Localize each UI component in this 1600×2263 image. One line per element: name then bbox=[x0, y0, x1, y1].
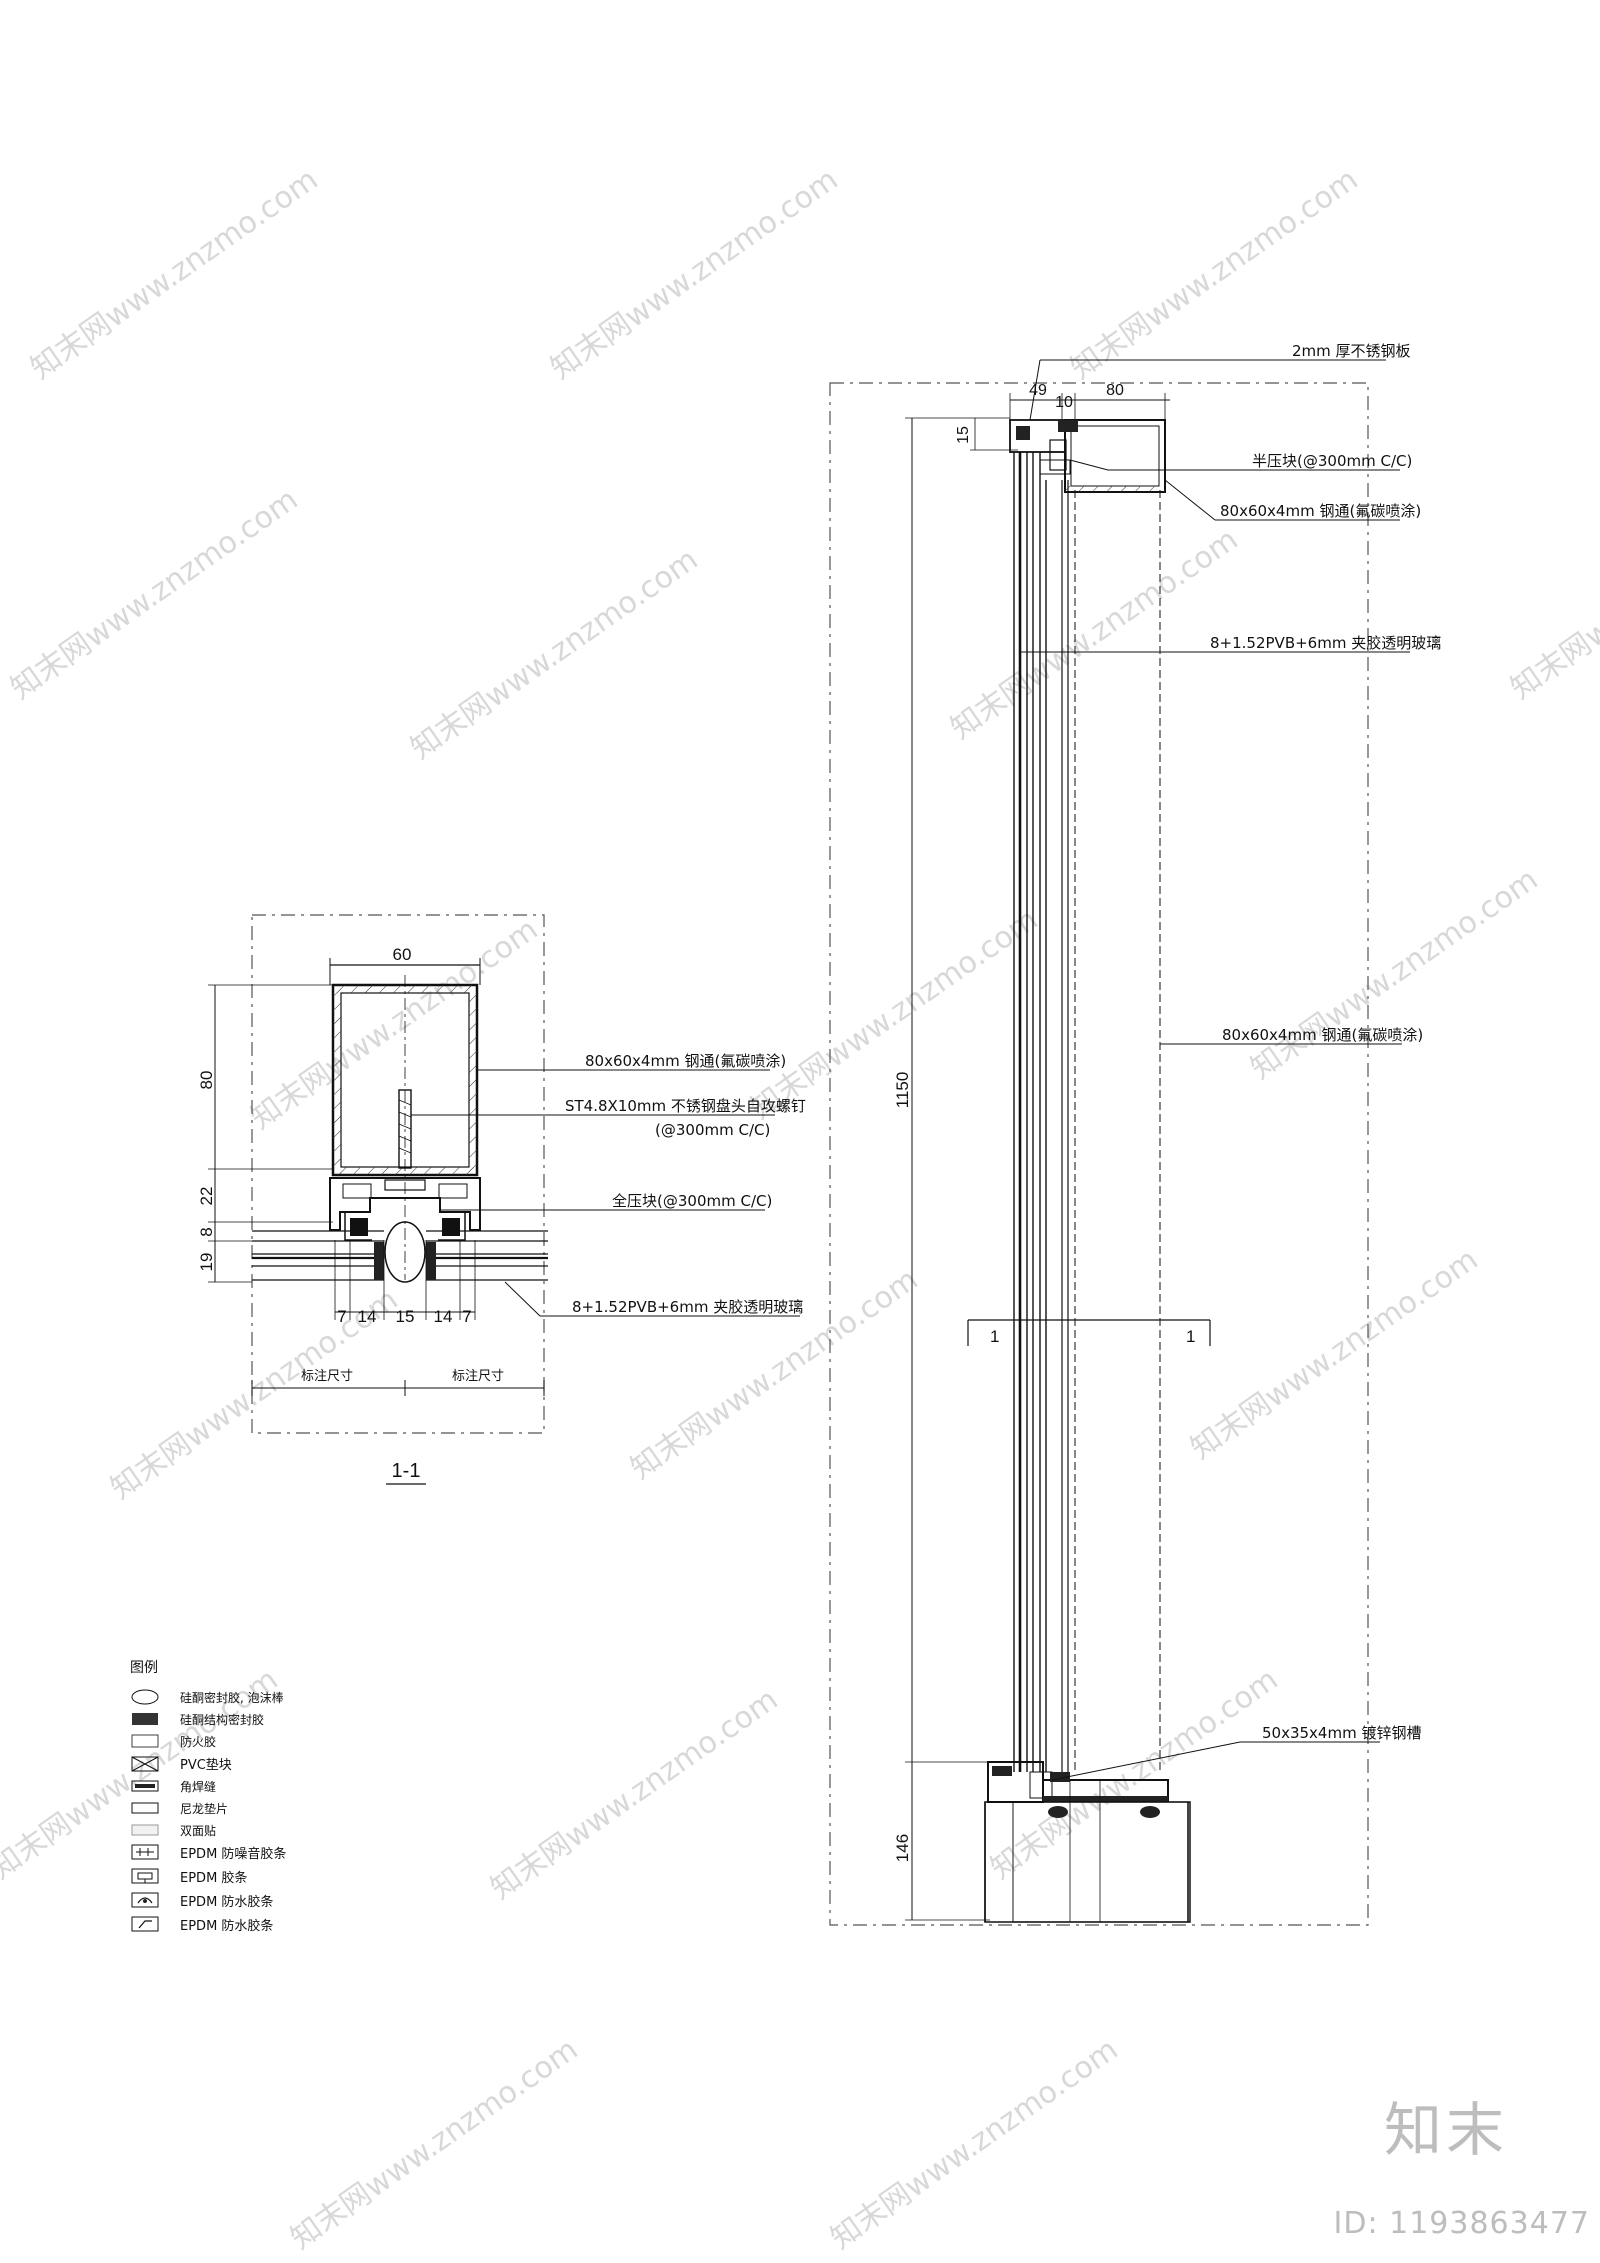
watermark-text: 知末网www.znzmo.com bbox=[485, 1682, 785, 1907]
legend: 图例 硅酮密封胶, 泡沫棒 硅酮结构密封胶 防火胶 PVC垫块 角焊缝 尼龙垫片… bbox=[130, 1660, 286, 1934]
tube-wall-hatch bbox=[469, 985, 477, 1175]
watermark-text: 知末网www.znzmo.com bbox=[1245, 862, 1545, 1087]
sealant-foam-icon bbox=[131, 1689, 159, 1705]
legend-label: 防火胶 bbox=[180, 1734, 216, 1749]
section-1-1-detail: 60 bbox=[197, 914, 806, 1485]
watermark-text: 知末网www.znzmo.com bbox=[285, 2032, 585, 2257]
watermark-text: 知末网www.znzmo.com bbox=[825, 2032, 1125, 2257]
top-steel-tube bbox=[1064, 419, 1166, 493]
section-title: 1-1 bbox=[392, 1460, 421, 1482]
legend-label: EPDM 防噪音胶条 bbox=[180, 1846, 286, 1862]
tube-wall-hatch bbox=[333, 985, 341, 1175]
dim-146: 146 bbox=[893, 1834, 912, 1862]
watermark-text: 知末网www.znzmo.com bbox=[25, 162, 325, 387]
structural-sealant-icon bbox=[132, 1713, 158, 1725]
dim-14-left: 14 bbox=[358, 1307, 377, 1326]
legend-label: 角焊缝 bbox=[180, 1779, 216, 1794]
epdm-water-2-icon bbox=[131, 1916, 159, 1932]
watermark-text: 知末网www.znzmo.com bbox=[405, 542, 705, 767]
epdm-gasket-icon bbox=[131, 1868, 159, 1884]
watermark-text: 知末网www.znzmo.com bbox=[625, 1262, 925, 1487]
pvc-block-icon bbox=[131, 1756, 159, 1772]
label-channel: 50x35x4mm 镀锌钢槽 bbox=[1262, 1724, 1421, 1742]
label-tube-top: 80x60x4mm 钢通(氟碳喷涂) bbox=[1220, 502, 1421, 520]
watermark-text: 知末网www.znzmo.com bbox=[1185, 1242, 1485, 1467]
legend-label: 硅酮结构密封胶 bbox=[180, 1712, 264, 1727]
dim-22: 22 bbox=[197, 1187, 216, 1206]
dim-14-right: 14 bbox=[434, 1307, 453, 1326]
label-tube-mid: 80x60x4mm 钢通(氟碳喷涂) bbox=[1222, 1026, 1423, 1044]
base-detail bbox=[984, 1761, 1191, 1923]
label-screw-spacing: (@300mm C/C) bbox=[655, 1121, 770, 1139]
dim-10: 10 bbox=[1055, 394, 1073, 411]
dim-1150: 1150 bbox=[893, 1072, 912, 1109]
image-id: ID: 1193863477 bbox=[1333, 2206, 1590, 2241]
watermark-text: 知末网www.znzmo.com bbox=[1505, 482, 1600, 707]
legend-label: 硅酮密封胶, 泡沫棒 bbox=[180, 1690, 284, 1705]
watermark-text: 知末网www.znzmo.com bbox=[985, 1662, 1285, 1887]
elevation-section-detail: 2mm 厚不锈钢板 49 10 80 15 1150 146 bbox=[829, 342, 1441, 1926]
tube-wall-hatch bbox=[333, 985, 477, 993]
nylon-shim-icon bbox=[131, 1802, 159, 1814]
watermark-text: 知末网www.znzmo.com bbox=[5, 482, 305, 707]
brand-logo: 知末 bbox=[1383, 2096, 1508, 2164]
dim-15: 15 bbox=[955, 426, 972, 444]
double-sided-tape-icon bbox=[131, 1824, 159, 1836]
elevation-frame bbox=[829, 382, 1369, 1926]
label-steel-plate: 2mm 厚不锈钢板 bbox=[1292, 342, 1411, 360]
dim-8: 8 bbox=[197, 1227, 216, 1236]
sealant-foam-rod bbox=[384, 1221, 426, 1283]
dim-49: 49 bbox=[1029, 382, 1047, 399]
dim-80: 80 bbox=[197, 1071, 216, 1090]
legend-label: EPDM 胶条 bbox=[180, 1870, 247, 1886]
legend-label: EPDM 防水胶条 bbox=[180, 1918, 273, 1934]
label-steel-tube: 80x60x4mm 钢通(氟碳喷涂) bbox=[585, 1052, 786, 1070]
label-pressure-block: 全压块(@300mm C/C) bbox=[612, 1192, 772, 1210]
dim-19: 19 bbox=[197, 1253, 216, 1272]
watermark-text: 知末网www.znzmo.com bbox=[545, 162, 845, 387]
epdm-water-icon bbox=[131, 1892, 159, 1908]
epdm-acoustic-icon bbox=[131, 1844, 159, 1860]
watermark-layer: 知末网www.znzmo.com 知末网www.znzmo.com 知末网www… bbox=[0, 162, 1600, 2257]
legend-label: 尼龙垫片 bbox=[180, 1801, 228, 1816]
dim-7-left: 7 bbox=[337, 1307, 346, 1326]
legend-label: PVC垫块 bbox=[180, 1757, 232, 1773]
watermark-text: 知末网www.znzmo.com bbox=[945, 522, 1245, 747]
laminated-glass-panels bbox=[252, 1230, 548, 1281]
section-frame bbox=[251, 914, 545, 1434]
section-mark-right: 1 bbox=[1186, 1327, 1195, 1346]
top-cap-profile bbox=[1009, 419, 1066, 453]
glass-panel-elevation bbox=[1013, 452, 1069, 1772]
label-glass: 8+1.52PVB+6mm 夹胶透明玻璃 bbox=[572, 1298, 803, 1316]
dim-note-right: 标注尺寸 bbox=[452, 1369, 504, 1384]
section-mark-left: 1 bbox=[990, 1327, 999, 1346]
fillet-weld-icon bbox=[131, 1780, 159, 1792]
label-glass-elevation: 8+1.52PVB+6mm 夹胶透明玻璃 bbox=[1210, 634, 1441, 652]
dim-15: 15 bbox=[396, 1307, 415, 1326]
fire-sealant-icon bbox=[131, 1734, 159, 1748]
label-screw: ST4.8X10mm 不锈钢盘头自攻螺钉 bbox=[565, 1097, 806, 1115]
dim-60: 60 bbox=[393, 945, 412, 964]
dim-note-left: 标注尺寸 bbox=[301, 1369, 353, 1384]
dim-80: 80 bbox=[1106, 382, 1124, 399]
dim-7-right: 7 bbox=[462, 1307, 471, 1326]
legend-title: 图例 bbox=[130, 1660, 158, 1676]
legend-label: EPDM 防水胶条 bbox=[180, 1894, 273, 1910]
legend-label: 双面贴 bbox=[180, 1824, 216, 1838]
label-half-block: 半压块(@300mm C/C) bbox=[1252, 452, 1412, 470]
